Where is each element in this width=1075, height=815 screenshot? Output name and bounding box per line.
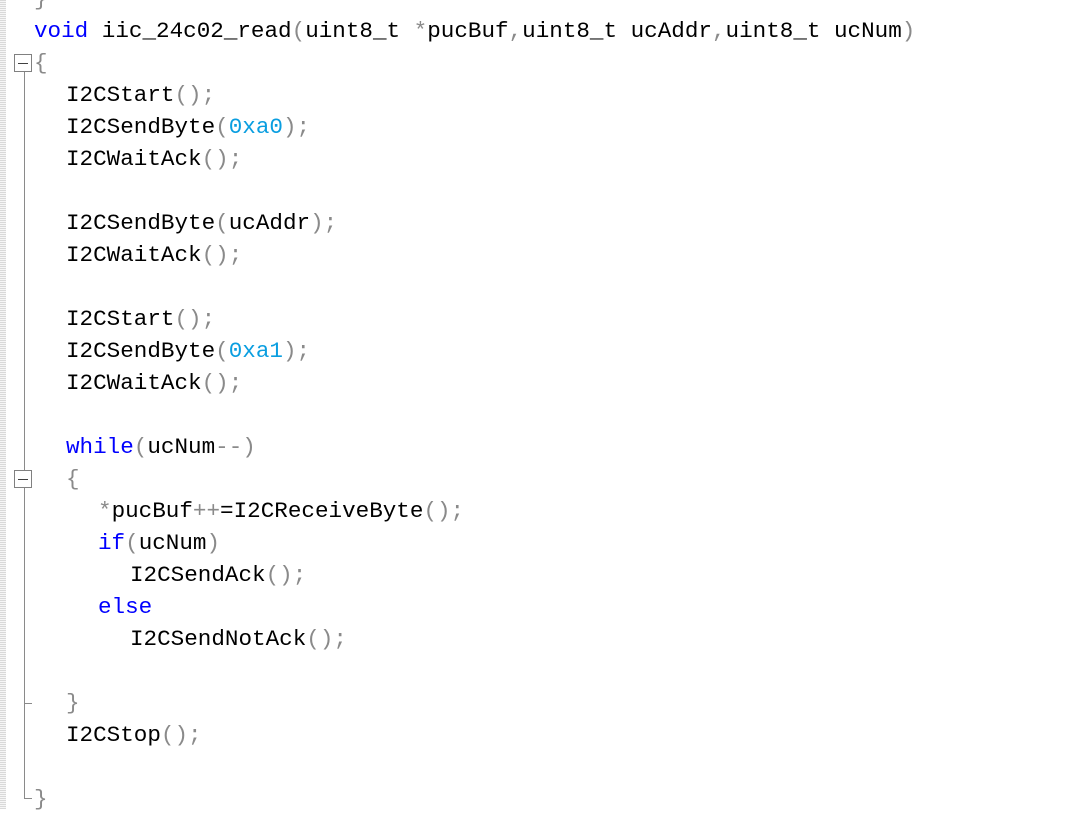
code-token: ,	[711, 18, 726, 44]
code-token: ();	[201, 370, 243, 396]
code-token: ();	[201, 146, 243, 172]
code-line[interactable]: if(ucNum)	[98, 527, 220, 559]
code-token: )	[901, 18, 916, 44]
code-token: );	[282, 114, 311, 140]
code-token: =	[220, 498, 234, 524]
code-token: 0xa0	[228, 114, 283, 140]
code-line[interactable]: I2CSendByte(ucAddr);	[66, 207, 337, 239]
code-token: ();	[174, 82, 216, 108]
code-line[interactable]: }	[34, 783, 48, 815]
fold-end-function	[24, 798, 32, 799]
code-token: I2CWaitAck	[66, 146, 202, 172]
code-token: (	[215, 114, 229, 140]
code-line[interactable]: I2CWaitAck();	[66, 239, 242, 271]
code-token: uint8_t ucNum	[725, 18, 902, 44]
code-token: ucNum	[138, 530, 207, 556]
code-token: I2CSendAck	[130, 562, 266, 588]
fold-end-while	[24, 703, 32, 704]
fold-collapse-while-icon[interactable]	[14, 470, 32, 488]
code-line[interactable]: I2CSendByte(0xa0);	[66, 111, 310, 143]
code-token: ucAddr	[228, 210, 311, 236]
code-token: ();	[423, 498, 465, 524]
code-token: I2CSendByte	[66, 114, 216, 140]
code-token: while	[66, 434, 134, 460]
code-token: I2CReceiveByte	[233, 498, 424, 524]
code-token: pucBuf	[111, 498, 193, 524]
code-line[interactable]: {	[66, 463, 80, 495]
code-token: I2CSendByte	[66, 338, 216, 364]
code-line[interactable]: while(ucNum--)	[66, 431, 256, 463]
code-line[interactable]: I2CWaitAck();	[66, 143, 242, 175]
code-token: else	[98, 594, 153, 620]
code-token: pucBuf	[427, 18, 509, 44]
code-token: }	[34, 786, 48, 812]
code-token: );	[310, 210, 338, 236]
code-line[interactable]: I2CSendNotAck();	[130, 623, 347, 655]
code-token: (	[215, 338, 229, 364]
code-editor[interactable]: }void iic_24c02_read(uint8_t *pucBuf,uin…	[34, 0, 1075, 812]
code-token: 0xa1	[228, 338, 283, 364]
code-token: ,	[508, 18, 523, 44]
code-token: *	[98, 498, 112, 524]
code-token: }	[66, 690, 80, 716]
code-token: uint8_t ucAddr	[522, 18, 712, 44]
code-token: ();	[265, 562, 307, 588]
code-line[interactable]: }	[34, 0, 48, 15]
code-token: I2CWaitAck	[66, 370, 202, 396]
code-token: ++	[192, 498, 221, 524]
code-token: if	[98, 530, 126, 556]
code-token: --)	[215, 434, 256, 460]
code-token: iic_24c02_read	[88, 18, 292, 44]
code-token: ();	[160, 722, 202, 748]
code-token: )	[206, 530, 221, 556]
code-line[interactable]: I2CSendByte(0xa1);	[66, 335, 310, 367]
code-token: ();	[306, 626, 347, 652]
code-token: (	[133, 434, 148, 460]
fold-gutter	[6, 0, 32, 809]
fold-line-function	[24, 72, 25, 798]
code-token: {	[34, 50, 48, 76]
code-line[interactable]: }	[66, 687, 80, 719]
code-token: I2CSendByte	[66, 210, 216, 236]
code-token: I2CSendNotAck	[130, 626, 307, 652]
code-token: ();	[174, 306, 216, 332]
code-line[interactable]: I2CStart();	[66, 79, 215, 111]
code-token: I2CStart	[66, 82, 175, 108]
code-token: );	[282, 338, 311, 364]
code-token: *	[413, 18, 428, 44]
code-line[interactable]: *pucBuf++=I2CReceiveByte();	[98, 495, 464, 527]
code-line[interactable]: I2CStart();	[66, 303, 215, 335]
code-token: (	[215, 210, 229, 236]
code-token: I2CWaitAck	[66, 242, 202, 268]
code-token: (	[291, 18, 306, 44]
code-token: uint8_t	[305, 18, 414, 44]
code-token: I2CStop	[66, 722, 161, 748]
code-token: ();	[201, 242, 243, 268]
code-token: (	[125, 530, 139, 556]
code-token: }	[34, 0, 48, 12]
code-token: {	[66, 466, 80, 492]
code-token: void	[34, 18, 89, 44]
code-token: I2CStart	[66, 306, 175, 332]
fold-collapse-function-icon[interactable]	[14, 54, 32, 72]
code-token: ucNum	[147, 434, 216, 460]
code-line[interactable]: else	[98, 591, 152, 623]
code-line[interactable]: {	[34, 47, 48, 79]
code-line[interactable]: I2CWaitAck();	[66, 367, 242, 399]
code-line[interactable]: I2CSendAck();	[130, 559, 306, 591]
code-line[interactable]: I2CStop();	[66, 719, 202, 751]
code-line[interactable]: void iic_24c02_read(uint8_t *pucBuf,uint…	[34, 15, 915, 47]
